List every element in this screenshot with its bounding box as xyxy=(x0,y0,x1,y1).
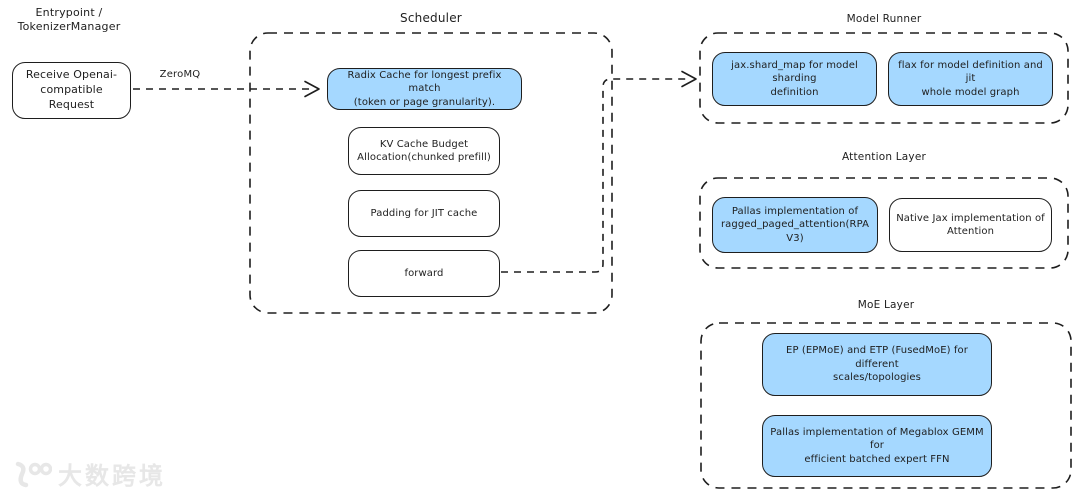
watermark-text: 大数跨境 xyxy=(58,462,166,490)
attention-layer-title: Attention Layer xyxy=(841,151,927,163)
forward-arrowhead xyxy=(681,70,697,88)
megablox-gemm-node: Pallas implementation of Megablox GEMM f… xyxy=(762,415,992,477)
ep-etp-moe-node: EP (EPMoE) and ETP (FusedMoE) for differ… xyxy=(762,333,992,396)
forward-node: forward xyxy=(348,250,500,297)
model-runner-title: Model Runner xyxy=(846,13,922,25)
watermark-logo-icon xyxy=(15,461,52,487)
entrypoint-title: Entrypoint / TokenizerManager xyxy=(17,6,121,34)
watermark: 大数跨境 xyxy=(12,456,166,491)
pallas-rpa-node: Pallas implementation of ragged_paged_at… xyxy=(712,197,878,253)
model-runner-container xyxy=(699,32,1069,124)
native-jax-attention-node: Native Jax implementation of Attention xyxy=(889,198,1052,252)
zeromq-label: ZeroMQ xyxy=(159,69,201,80)
flax-node: flax for model definition and jit whole … xyxy=(888,52,1053,106)
moe-layer-title: MoE Layer xyxy=(857,299,915,311)
moe-layer-container xyxy=(700,322,1072,489)
kv-cache-budget-node: KV Cache Budget Allocation(chunked prefi… xyxy=(348,127,500,175)
scheduler-title: Scheduler xyxy=(400,11,462,25)
jax-shard-map-node: jax.shard_map for model sharding definit… xyxy=(712,52,877,106)
radix-cache-node: Radix Cache for longest prefix match (to… xyxy=(327,68,522,110)
receive-request-node: Receive Openai- compatible Request xyxy=(12,62,131,119)
forward-edge xyxy=(501,78,690,273)
zeromq-arrowhead xyxy=(304,80,320,98)
attention-layer-container xyxy=(699,177,1069,269)
scheduler-container xyxy=(249,32,613,314)
padding-jit-node: Padding for JIT cache xyxy=(348,190,500,237)
